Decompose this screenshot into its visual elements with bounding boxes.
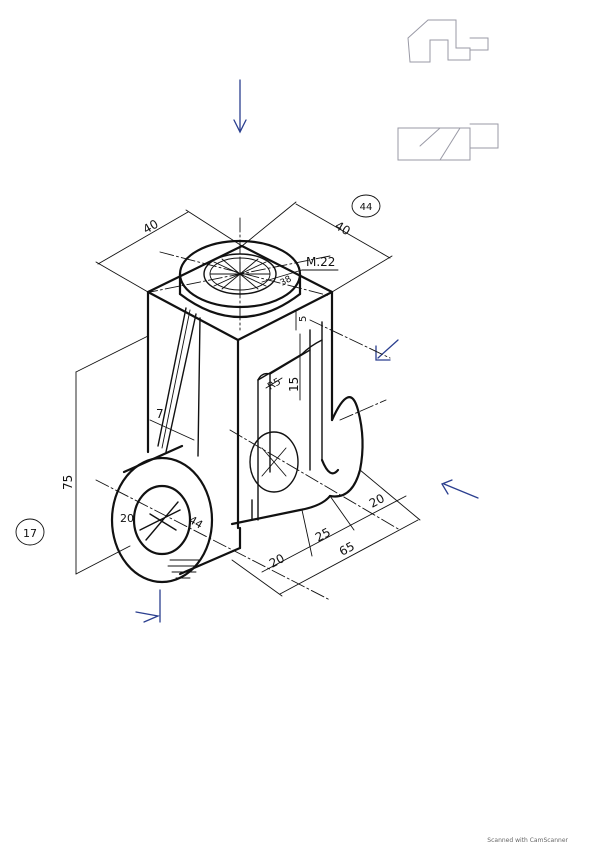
svg-text:38: 38 (279, 274, 294, 288)
arrow-lower-right (441, 479, 479, 499)
svg-text:65: 65 (337, 539, 357, 559)
svg-text:40: 40 (141, 217, 161, 237)
circled-number-top: 44 (351, 194, 381, 218)
dim-slot-height: 15 (287, 333, 301, 401)
svg-text:20: 20 (120, 512, 134, 525)
scanner-watermark: Scanned with CamScanner (487, 837, 568, 844)
dim-width-right: 40 (241, 201, 393, 293)
svg-text:7: 7 (156, 407, 164, 421)
arrow-right (375, 339, 399, 361)
dim-rib: 7 (149, 407, 195, 441)
dim-height: 75 (61, 335, 149, 575)
svg-text:44: 44 (360, 202, 373, 213)
svg-text:44: 44 (187, 513, 206, 531)
svg-text:25: 25 (313, 525, 333, 545)
dim-base: 20 25 20 65 (231, 469, 421, 597)
svg-text:17: 17 (23, 527, 37, 540)
svg-text:15: 15 (287, 377, 301, 392)
dim-slot-radius: R5 (265, 376, 283, 393)
dim-top-boss: 38 (279, 274, 294, 288)
front-eye (110, 444, 242, 584)
rear-eye (230, 396, 364, 526)
arrow-top (233, 79, 247, 134)
pencil-sketch-top (407, 19, 489, 63)
arrow-bottom (135, 589, 161, 623)
dim-thread: M.22 (261, 255, 339, 283)
center-lines (95, 217, 401, 601)
svg-text:M.22: M.22 (306, 255, 335, 269)
circled-number-left: 17 (15, 518, 45, 546)
svg-text:20: 20 (267, 551, 287, 571)
dim-width-left: 40 (95, 209, 243, 293)
dim-bore: 20 (120, 512, 134, 525)
svg-text:5: 5 (298, 316, 309, 322)
svg-text:40: 40 (333, 218, 353, 238)
dim-eye: 44 (187, 513, 206, 531)
pencil-sketch-bottom (397, 123, 499, 161)
svg-text:20: 20 (367, 491, 387, 511)
dim-slot-top: 5 (295, 309, 309, 331)
svg-text:75: 75 (61, 475, 75, 490)
